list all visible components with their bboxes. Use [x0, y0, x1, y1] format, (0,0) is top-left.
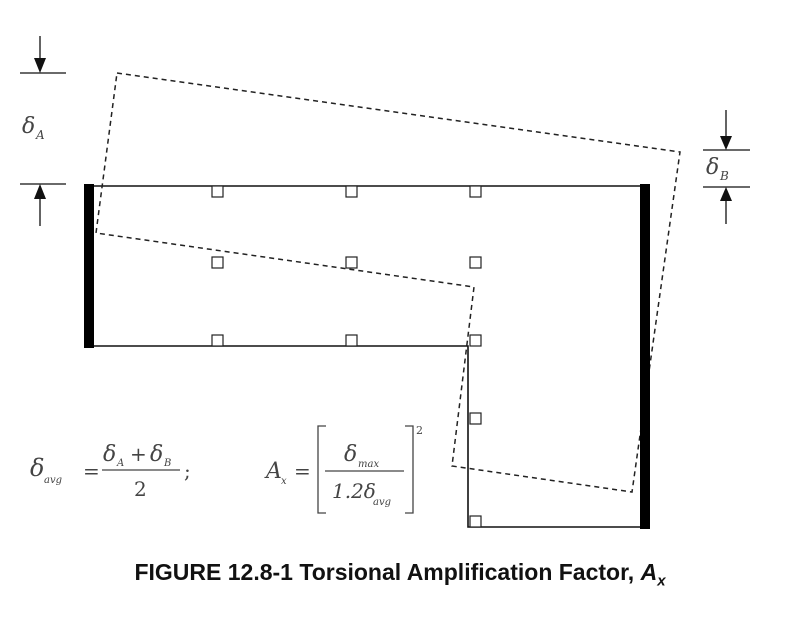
column [211, 256, 224, 269]
formula-equals: = [294, 459, 311, 483]
column [469, 185, 482, 198]
caption-text: FIGURE 12.8-1 Torsional Amplification Fa… [134, 559, 641, 585]
caption-subscript: x [657, 572, 666, 590]
formula-symbol: δ [150, 442, 163, 467]
formula-denominator: 2 [134, 477, 147, 501]
formula-symbol: δ [103, 442, 116, 467]
formula-symbol: A [264, 459, 282, 484]
column [469, 515, 482, 528]
column [345, 334, 358, 347]
formula-subscript: x [281, 476, 287, 487]
original-building-outline [87, 185, 649, 528]
displaced-building-outline [95, 72, 681, 493]
formula-separator: ; [184, 459, 191, 483]
delta-a-subscript: A [35, 128, 45, 142]
delta-b-symbol: δ [706, 155, 719, 180]
column [345, 185, 358, 198]
formula-denominator: 1.2δ [332, 479, 376, 503]
figure-caption: FIGURE 12.8-1 Torsional Amplification Fa… [0, 559, 800, 590]
column [211, 334, 224, 347]
columns [211, 185, 482, 528]
column [469, 412, 482, 425]
delta-b-subscript: B [719, 169, 729, 183]
caption-symbol: A [640, 559, 658, 585]
formula-subscript: B [163, 458, 171, 469]
formula-equals: = [83, 459, 100, 483]
formula-symbol: δ [30, 454, 44, 482]
column [211, 185, 224, 198]
formula-symbol: δ [344, 442, 357, 467]
column [469, 256, 482, 269]
formula-delta-avg: δ avg = δ A + δ B 2 ; [30, 442, 191, 501]
formula-subscript: avg [44, 475, 62, 486]
formula-plus: + [130, 442, 147, 466]
delta-a-symbol: δ [22, 114, 35, 139]
formula-subscript: avg [373, 497, 391, 508]
column [469, 334, 482, 347]
left-shear-wall [84, 184, 94, 348]
delta-b-dimension: δ B [703, 110, 750, 224]
formula-subscript: A [116, 458, 124, 469]
formula-exponent: 2 [416, 424, 423, 437]
formula-subscript: max [358, 459, 379, 470]
delta-a-dimension: δ A [20, 36, 66, 226]
column [345, 256, 358, 269]
formula-ax: A x = δ max 1.2δ avg 2 [264, 424, 423, 514]
right-shear-wall [640, 184, 650, 529]
